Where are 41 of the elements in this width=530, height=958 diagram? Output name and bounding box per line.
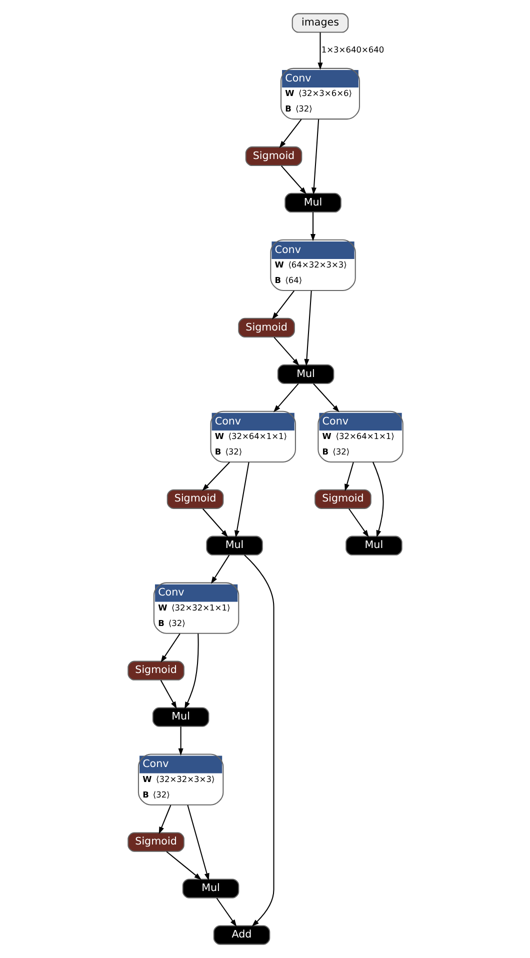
arrow (304, 290, 312, 366)
arrow (273, 336, 299, 366)
node-box: Sigmoid (238, 318, 294, 338)
arrow (344, 462, 354, 492)
arrow (317, 32, 322, 70)
node-box: Sigmoid (127, 832, 184, 852)
node-box: Sigmoid (314, 489, 371, 509)
edge-label: 1×3×640×640 (320, 44, 384, 54)
arrow (278, 119, 302, 148)
arrow (310, 119, 319, 195)
arrow (166, 851, 201, 880)
node-box: Mul (276, 364, 334, 384)
node-box: Mul (206, 536, 262, 556)
node-box: Mul (152, 707, 209, 727)
arrow (202, 508, 228, 538)
node-box: Sigmoid (244, 146, 302, 166)
arrow (244, 554, 274, 926)
node-box: Mul (182, 878, 239, 898)
arrow (184, 634, 198, 710)
arrow (280, 165, 306, 194)
arrow (178, 726, 183, 756)
arrow (234, 462, 249, 538)
arrow (348, 508, 368, 538)
node-box: images (291, 13, 348, 33)
node-box: Mul (284, 192, 341, 213)
arrow (312, 383, 339, 412)
arrow (210, 554, 230, 584)
arrow (372, 462, 384, 538)
node-box: Add (212, 925, 270, 945)
arrow (310, 212, 316, 242)
node-box: Mul (345, 536, 402, 556)
arrow (216, 898, 236, 927)
arrow (186, 804, 209, 881)
arrow (158, 804, 171, 834)
arrow (202, 462, 230, 491)
node-box: Sigmoid (127, 660, 184, 680)
arrow (160, 633, 180, 663)
arrow (272, 383, 298, 412)
arrow (160, 680, 176, 709)
arrow (271, 290, 294, 320)
node-box: Sigmoid (166, 489, 224, 509)
